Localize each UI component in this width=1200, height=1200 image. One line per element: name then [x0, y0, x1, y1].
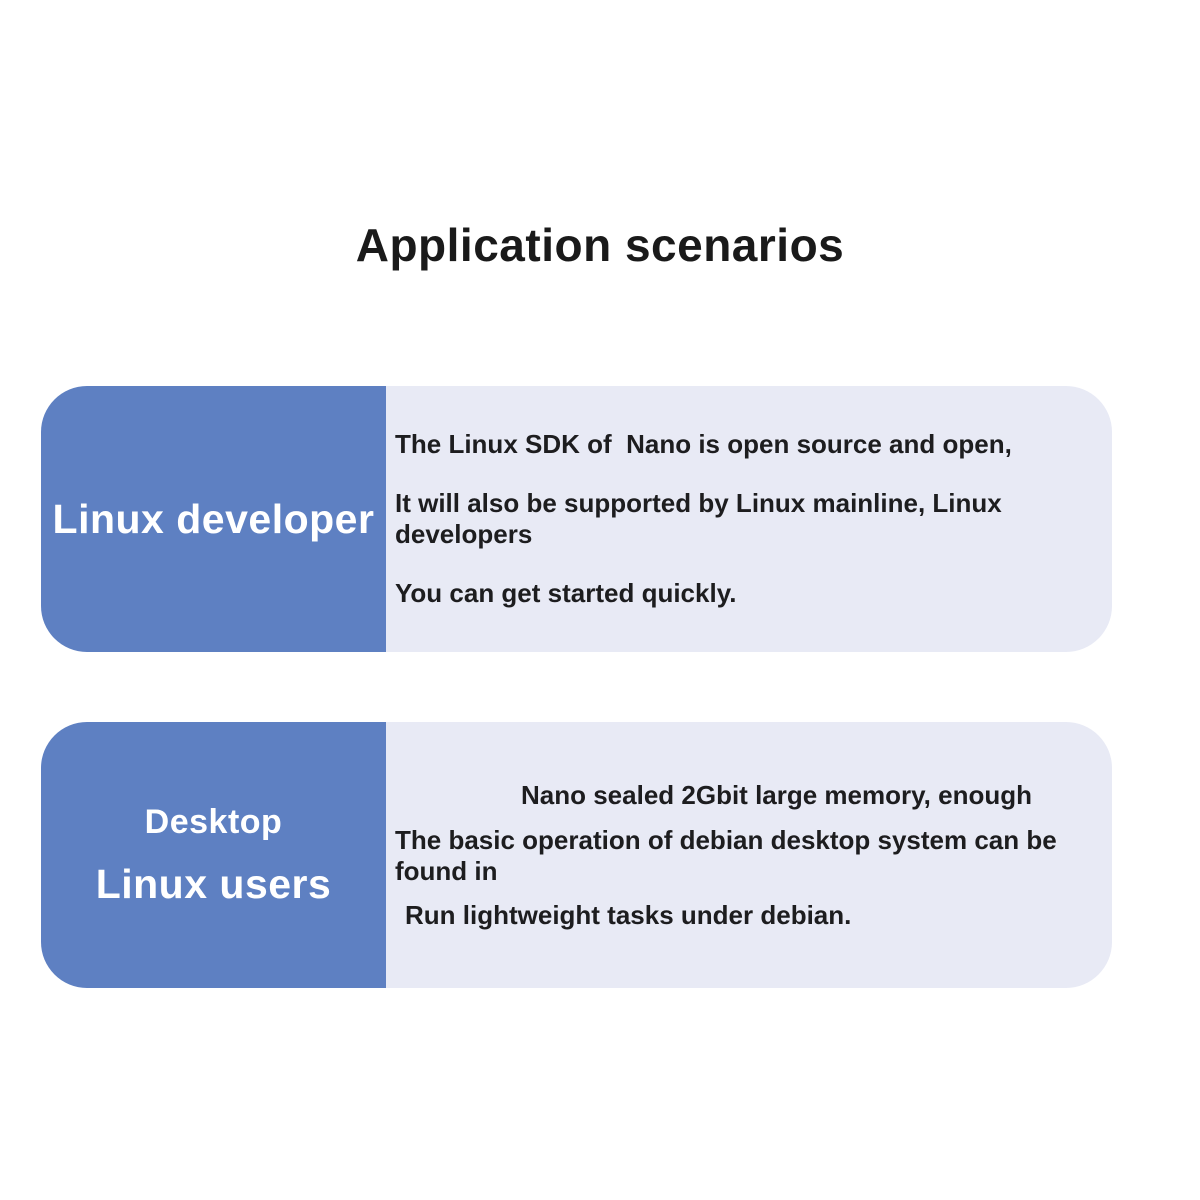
scenario-card-linux-developer: Linux developer The Linux SDK of Nano is… — [41, 386, 1112, 652]
body-line-sdk-open-source: The Linux SDK of Nano is open source and… — [395, 429, 1012, 459]
body-line-found-in: found in — [395, 855, 498, 886]
body-line-memory: Nano sealed 2Gbit large memory, enough — [521, 779, 1032, 810]
card-body-panel-linux-developer: The Linux SDK of Nano is open source and… — [386, 386, 1112, 652]
card-label-panel-desktop-linux-users: Desktop Linux users — [41, 722, 386, 988]
scenario-card-desktop-linux-users: Desktop Linux users Nano sealed 2Gbit la… — [41, 722, 1112, 988]
body-line-lightweight-tasks: Run lightweight tasks under debian. — [405, 899, 852, 930]
body-line-linux-mainline: It will also be supported by Linux mainl… — [395, 488, 1009, 549]
scenario-card-list: Linux developer The Linux SDK of Nano is… — [41, 386, 1112, 988]
body-line-get-started: You can get started quickly. — [395, 578, 737, 608]
card-label-linux-developer: Linux developer — [52, 496, 375, 542]
card-label-panel-linux-developer: Linux developer — [41, 386, 386, 652]
page-title: Application scenarios — [355, 219, 845, 271]
card-body-panel-desktop-linux-users: Nano sealed 2Gbit large memory, enough T… — [386, 722, 1112, 988]
body-line-debian-desktop: The basic operation of debian desktop sy… — [395, 824, 1057, 855]
card-label-linux-users: Linux users — [95, 861, 332, 907]
card-label-desktop: Desktop — [144, 803, 283, 841]
